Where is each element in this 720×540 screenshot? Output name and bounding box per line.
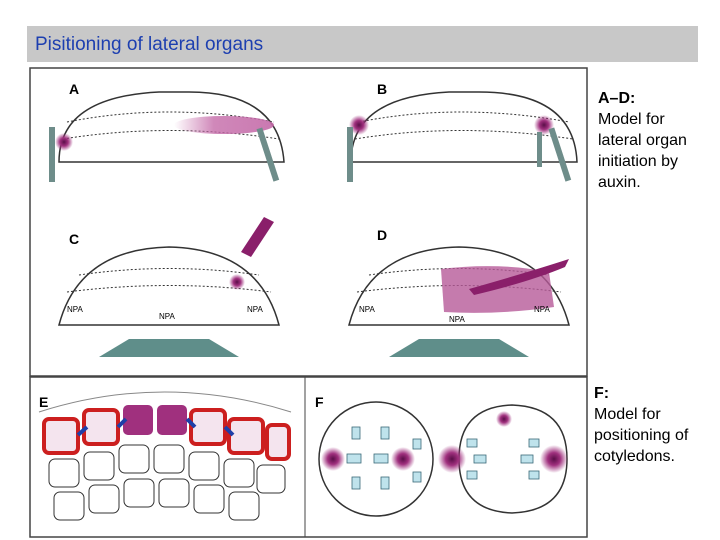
auxin-spot xyxy=(496,411,512,427)
caption-a-d: A–D: Model for lateral organ initiation … xyxy=(598,88,716,193)
cell-red xyxy=(189,408,227,446)
caption-line: Model for xyxy=(594,406,661,423)
panel-label-d: D xyxy=(377,227,387,243)
block-arrow xyxy=(99,339,239,357)
caption-line: Model for xyxy=(598,111,665,128)
auxin-spot xyxy=(55,133,73,151)
npa-label: NPA xyxy=(247,305,264,314)
npa-label: NPA xyxy=(159,312,176,321)
npa-label: NPA xyxy=(67,305,84,314)
panel-c: C NPA NPA NPA xyxy=(58,217,280,357)
title-bar: Pisitioning of lateral organs xyxy=(27,26,698,62)
block-arrow xyxy=(389,339,529,357)
cell-red xyxy=(82,408,120,446)
caption-f: F: Model for positioning of cotyledons. xyxy=(594,383,716,467)
micropipette xyxy=(469,259,569,295)
dome-a xyxy=(58,91,285,163)
auxin-spot xyxy=(349,115,369,135)
npa-label: NPA xyxy=(449,315,466,324)
micropipette xyxy=(241,217,274,257)
auxin-spot xyxy=(321,447,345,471)
slide-title: Pisitioning of lateral organs xyxy=(35,34,264,55)
panel-a: A xyxy=(49,81,285,182)
panel-label-b: B xyxy=(377,81,387,97)
caption-line: lateral organ xyxy=(598,132,687,149)
auxin-spot xyxy=(229,274,245,290)
cell-red xyxy=(42,417,80,455)
npa-label: NPA xyxy=(359,305,376,314)
panel-d: D NPA NPA NPA xyxy=(348,227,570,357)
caption-line: auxin. xyxy=(598,174,641,191)
cell-auxin xyxy=(157,405,187,435)
auxin-spot xyxy=(438,445,466,473)
cell-red xyxy=(227,417,265,455)
cell-auxin xyxy=(123,405,153,435)
panel-b: B xyxy=(347,81,578,182)
auxin-spot xyxy=(540,445,568,473)
caption-heading: F: xyxy=(594,385,610,402)
figure: A B C NPA NPA NPA D xyxy=(29,67,588,538)
dome-c xyxy=(58,246,280,326)
panel-f: F xyxy=(315,394,568,517)
caption-line: initiation by xyxy=(598,153,679,170)
panel-label-c: C xyxy=(69,231,79,247)
panel-label-e: E xyxy=(39,394,48,410)
npa-label: NPA xyxy=(534,305,551,314)
cell-red xyxy=(265,423,291,461)
auxin-spot xyxy=(391,447,415,471)
caption-line: positioning of xyxy=(594,427,689,444)
panel-label-a: A xyxy=(69,81,79,97)
caption-line: cotyledons. xyxy=(594,448,675,465)
caption-heading: A–D: xyxy=(598,90,636,107)
panel-label-f: F xyxy=(315,394,324,410)
panel-e: E xyxy=(38,391,292,521)
